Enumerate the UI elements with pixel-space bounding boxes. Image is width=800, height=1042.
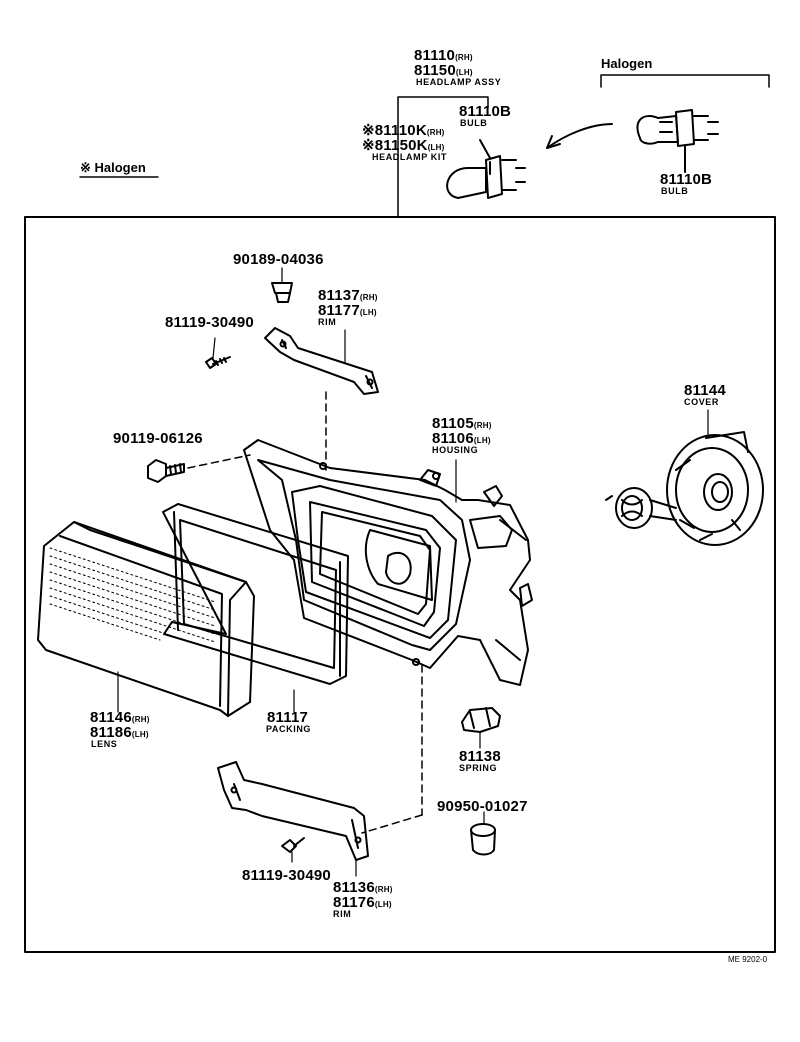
kit-name: HEADLAMP KIT — [372, 152, 448, 162]
packing-name: PACKING — [266, 724, 312, 734]
rim-lh-suffix: (LH) — [359, 308, 377, 317]
grommet-icon — [470, 811, 496, 856]
spring-icon — [461, 707, 501, 749]
spring-number: 81138 — [459, 748, 501, 765]
clip-icon — [271, 267, 293, 303]
kit-rh-text: ※81110K — [362, 122, 427, 139]
kit-lh-suffix: (LH) — [427, 143, 445, 152]
housing-rh-number: 81105(RH) — [432, 416, 492, 431]
halogen-bracket — [600, 74, 770, 88]
arrow-head-icon — [546, 135, 561, 149]
lens-icon — [37, 521, 255, 717]
cover-number: 81144 — [684, 382, 726, 399]
packing-number: 81117 — [267, 709, 309, 726]
rim2-lh-suffix: (LH) — [374, 900, 392, 909]
arrow-icon — [546, 123, 613, 149]
rim-lh-text: 81177 — [318, 302, 360, 319]
main-frame — [24, 216, 776, 953]
lens-lh-number: 81186(LH) — [90, 725, 149, 740]
bolt-label: 90119-06126 — [113, 430, 203, 447]
rim2-rh-suffix: (RH) — [374, 885, 393, 894]
housing-name: HOUSING — [432, 445, 479, 455]
bulb-halogen-icon — [636, 109, 719, 173]
housing-icon — [243, 439, 533, 686]
housing-lh-suffix: (LH) — [473, 436, 491, 445]
lens-rh-suffix: (RH) — [131, 715, 150, 724]
socket-icon — [605, 487, 677, 529]
assy-lh-text: 81150 — [414, 62, 456, 79]
packing-icon — [162, 503, 349, 713]
assy-rh-suffix: (RH) — [455, 53, 473, 62]
housing-lh-text: 81106 — [432, 430, 474, 447]
lens-rh-number: 81146(RH) — [90, 710, 150, 725]
diagram-code: ME 9202-0 — [728, 955, 768, 964]
bolt-icon — [147, 459, 185, 483]
spring-name: SPRING — [459, 763, 498, 773]
assy-rh-text: 81110 — [414, 47, 456, 64]
lens-pattern — [49, 547, 216, 651]
kit-rh-suffix: (RH) — [426, 128, 445, 137]
kit-lh-text: ※81150K — [362, 137, 428, 154]
housing-rh-suffix: (RH) — [473, 421, 492, 430]
part-90189-label: 90189-04036 — [233, 251, 324, 268]
assy-lh-number: 81150(LH) — [414, 63, 473, 78]
housing-rh-text: 81105 — [432, 415, 474, 432]
bulb1-number: 81110B — [459, 103, 512, 120]
screw-top-icon — [205, 337, 231, 369]
rim2-rh-text: 81136 — [333, 879, 375, 896]
assy-name: HEADLAMP ASSY — [416, 77, 502, 87]
rim-rh-number: 81137(RH) — [318, 288, 378, 303]
bulb-kit-icon — [446, 139, 526, 199]
rim-bottom-icon — [217, 761, 369, 877]
housing-lh-number: 81106(LH) — [432, 431, 491, 446]
halogen-top-label: Halogen — [601, 56, 653, 71]
rim2-name: RIM — [333, 909, 352, 919]
halogen-note-label: ※ Halogen — [80, 160, 146, 175]
bulb1-name: BULB — [460, 118, 488, 128]
assembly-dashed-lines — [187, 391, 423, 834]
screw-bottom-label: 81119-30490 — [242, 867, 331, 884]
rim2-rh-number: 81136(RH) — [333, 880, 393, 895]
screw-bottom-icon — [281, 837, 305, 863]
cover-icon — [666, 409, 764, 546]
rim2-lh-number: 81176(LH) — [333, 895, 392, 910]
grommet-label: 90950-01027 — [437, 798, 528, 815]
rim-lh-number: 81177(LH) — [318, 303, 377, 318]
kit-rh-number: ※81110K(RH) — [362, 123, 445, 138]
bulb2-number: 81110B — [660, 171, 713, 188]
rim-name: RIM — [318, 317, 337, 327]
rim-top-icon — [264, 327, 379, 395]
assy-rh-number: 81110(RH) — [414, 48, 473, 63]
assy-bracket — [397, 96, 489, 218]
bulb2-name: BULB — [661, 186, 689, 196]
lens-name: LENS — [91, 739, 118, 749]
rim-rh-text: 81137 — [318, 287, 360, 304]
lens-rh-text: 81146 — [90, 709, 132, 726]
lens-lh-suffix: (LH) — [131, 730, 149, 739]
screw-top-label: 81119-30490 — [165, 314, 254, 331]
cover-name: COVER — [684, 397, 720, 407]
rim2-lh-text: 81176 — [333, 894, 375, 911]
assy-lh-suffix: (LH) — [455, 68, 473, 77]
lens-lh-text: 81186 — [90, 724, 132, 741]
kit-lh-number: ※81150K(LH) — [362, 138, 444, 153]
rim-rh-suffix: (RH) — [359, 293, 378, 302]
